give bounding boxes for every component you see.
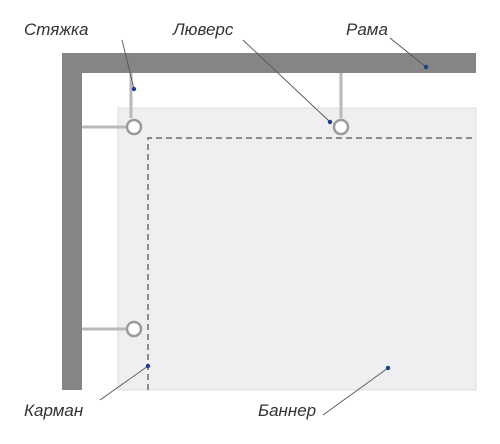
grommet-ring-icon [332, 118, 350, 136]
pocket-seam [147, 137, 476, 390]
leader-dot-tie-icon [131, 86, 137, 92]
leader-dot-frame-icon [423, 64, 429, 70]
label-pocket: Карман [24, 401, 84, 420]
leader-line-banner [322, 367, 389, 416]
banner-sheet [117, 107, 477, 391]
leader-line-grommet [242, 39, 331, 123]
leader-dot-banner-icon [385, 365, 391, 371]
leader-line-frame [389, 37, 427, 68]
label-frame: Рама [346, 20, 388, 39]
frame-top-bar [62, 53, 476, 73]
grommet-ring-icon [125, 320, 143, 338]
frame-left-bar [62, 53, 82, 390]
leader-line-tie [121, 39, 135, 90]
leader-dot-pocket-icon [145, 363, 151, 369]
label-tie: Стяжка [24, 20, 89, 39]
grommet-ring-icon [125, 118, 143, 136]
leader-dot-grommet-icon [327, 119, 333, 125]
label-grommet: Люверс [172, 20, 234, 39]
label-banner: Баннер [258, 401, 316, 420]
leader-line-pocket [99, 365, 149, 401]
